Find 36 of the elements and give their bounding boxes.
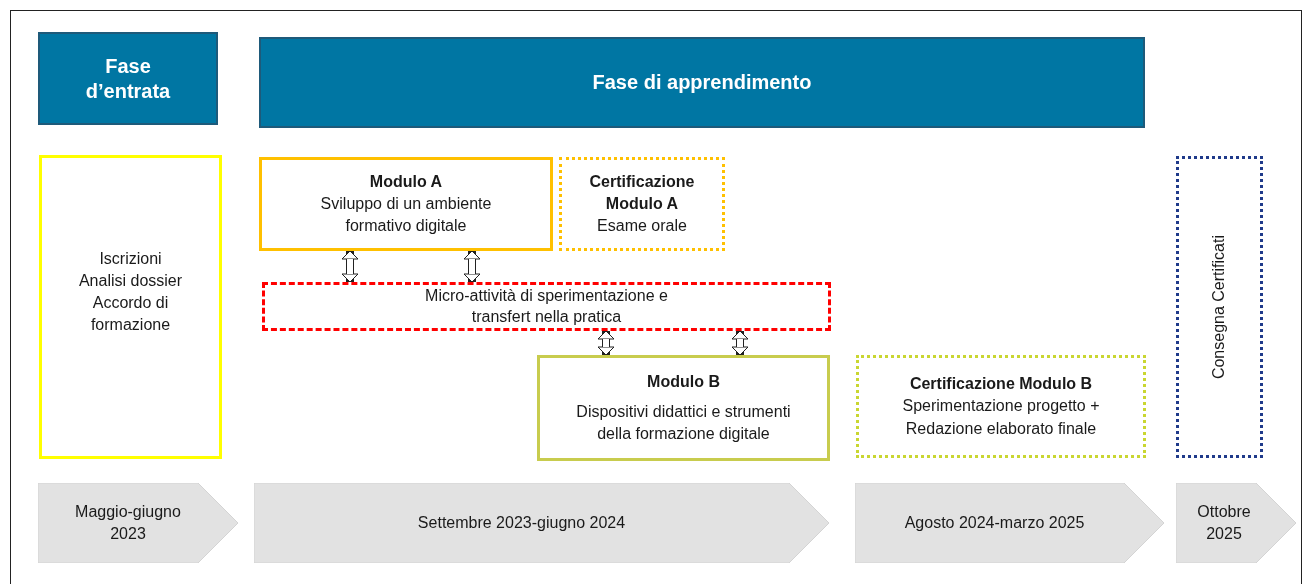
box-text: Consegna Certificati — [1209, 234, 1229, 380]
box-title: Certificazione Modulo B — [909, 374, 1093, 395]
box-title: Modulo A — [369, 171, 443, 192]
activity-box — [262, 282, 831, 331]
period-band — [254, 483, 829, 563]
box-text: Dispositivi didattici e strumenti della formazione digitale — [575, 401, 792, 445]
certification-box — [856, 355, 1146, 458]
double-arrow — [341, 250, 359, 283]
box-text: Accordo di formazione — [89, 293, 172, 336]
period-label: Settembre 2023-giugno 2024 — [417, 512, 626, 533]
box-text: Analisi dossier — [78, 270, 183, 291]
box-title: Modulo B — [647, 371, 720, 392]
phase-title: Fase di apprendimento — [592, 70, 812, 95]
box-text: Micro-attività di sperimentazione e transfert nella pratica — [424, 285, 669, 327]
box-text: Iscrizioni — [99, 248, 162, 269]
phase-title: Fase d’entrata — [84, 53, 172, 104]
activity-box — [39, 155, 222, 459]
double-arrow — [731, 330, 749, 356]
phase-header — [38, 32, 218, 125]
period-label: Ottobre 2025 — [1196, 501, 1252, 544]
period-label: Maggio-giugno 2023 — [74, 501, 182, 544]
period-band — [1176, 483, 1296, 563]
double-arrow — [463, 250, 481, 283]
period-label: Agosto 2024-marzo 2025 — [904, 512, 1085, 533]
period-band — [38, 483, 238, 563]
box-title: Certificazione Modulo A — [588, 171, 696, 214]
double-arrow — [597, 330, 615, 356]
period-band — [855, 483, 1164, 563]
module-box — [259, 157, 553, 251]
phase-header — [259, 37, 1145, 128]
certification-box — [559, 157, 725, 251]
box-text: Sperimentazione progetto + Redazione elaborato finale — [901, 396, 1101, 439]
delivery-box — [1176, 156, 1263, 458]
box-text: Sviluppo di un ambiente formativo digitale — [319, 193, 493, 237]
module-box — [537, 355, 830, 461]
box-text: Esame orale — [597, 216, 687, 237]
